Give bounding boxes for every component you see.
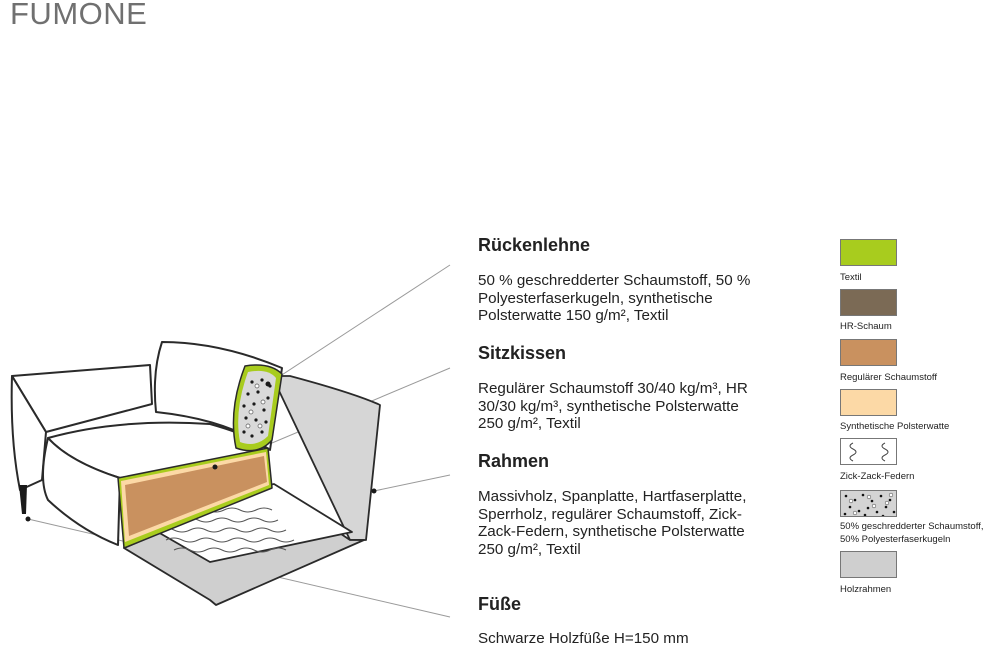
legend-swatch [840,551,897,578]
left-armrest [10,364,153,491]
legend-label: Synthetische Polsterwatte [840,421,950,432]
section-text-seat: Regulärer Schaumstoff 30/40 kg/m³, HR 30… [478,380,748,433]
section-text-feet: Schwarze Holzfüße H=150 mm [478,630,689,647]
seat-layers [117,447,273,549]
legend-label-line2: 50% Polyesterfaserkugeln [840,534,951,545]
legend-swatch [840,239,897,266]
legend-label: Textil [840,272,862,283]
legend-label: Holzrahmen [840,584,892,595]
section-heading-backrest: Rückenlehne [478,235,591,255]
legend-swatch [840,438,897,465]
legend-swatch [840,389,897,416]
section-heading-frame: Rahmen [478,451,550,471]
leader-dots [25,381,377,522]
legend-label: Zick-Zack-Federn [840,471,915,482]
legend-swatch [840,490,897,517]
leader-line-backrest [267,264,451,385]
section-text-frame: Massivholz, Spanplatte, Hartfaserplatte,… [478,488,747,558]
legend-swatch [840,289,897,316]
spring-pattern-icon [849,442,889,462]
legend-label: HR-Schaum [840,321,892,332]
section-text-backrest: 50 % geschredderter Schaumstoff, 50 % Po… [478,272,751,325]
legend-label: 50% geschredderter Schaumstoff, [840,521,984,532]
frame-section [123,375,381,606]
dots-pattern-icon [843,492,896,516]
leader-line-frame [373,474,451,492]
seat-cushion [42,421,269,546]
page-title: FUMONE [10,0,148,31]
section-heading-seat: Sitzkissen [478,343,567,363]
legend-label: Regulärer Schaumstoff [840,372,937,383]
legend-swatch [840,339,897,366]
backrest-section [232,364,283,452]
section-heading-feet: Füße [478,594,521,614]
sofa-foot [19,485,27,514]
